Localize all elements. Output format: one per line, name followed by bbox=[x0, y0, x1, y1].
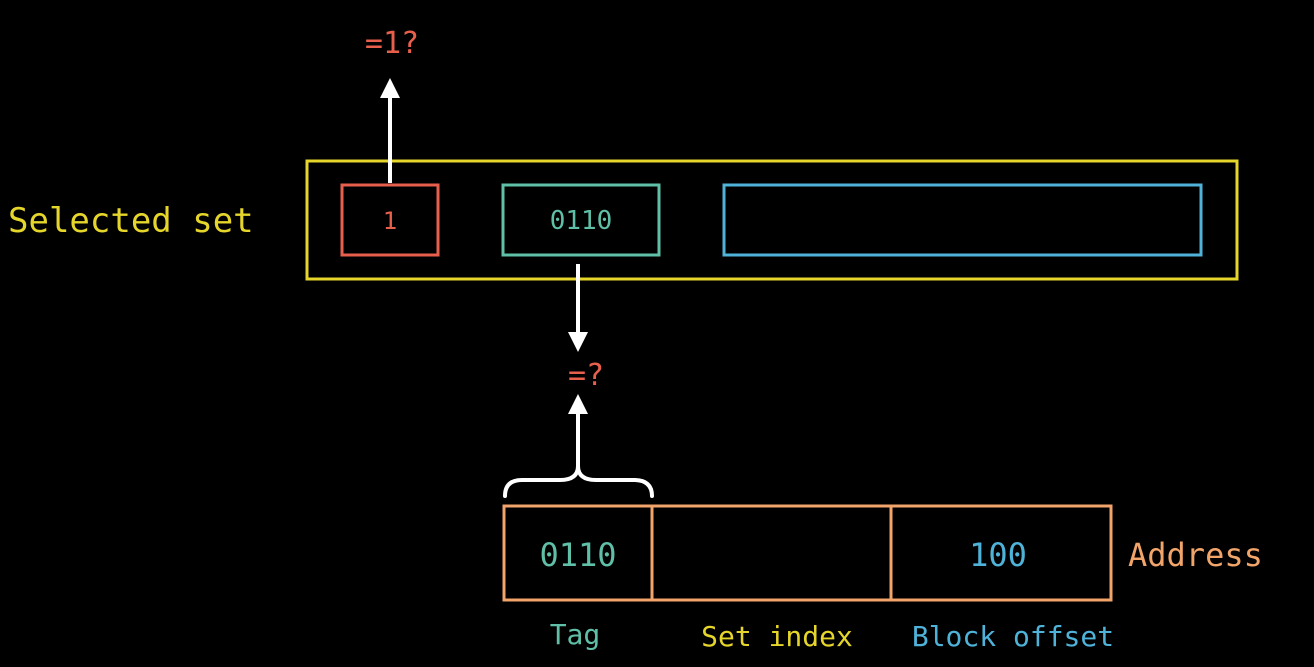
address-box bbox=[502, 504, 1113, 602]
tag-check-label: =? bbox=[568, 358, 604, 393]
set-tag-value: 0110 bbox=[550, 206, 613, 236]
selected-set-label: Selected set bbox=[8, 201, 254, 241]
tag-field-label: Tag bbox=[550, 618, 601, 651]
selected-set-box bbox=[305, 159, 1239, 281]
valid-check-label: =1? bbox=[365, 26, 419, 61]
tag-brace bbox=[503, 464, 654, 498]
set-block-box bbox=[722, 183, 1203, 257]
set-index-field-label: Set index bbox=[701, 620, 853, 653]
valid-bit-value: 1 bbox=[383, 207, 397, 235]
valid-bit-box bbox=[340, 183, 440, 257]
address-label: Address bbox=[1128, 536, 1263, 574]
set-tag-box bbox=[501, 183, 661, 257]
address-block-offset-value: 100 bbox=[969, 536, 1027, 574]
block-offset-field-label: Block offset bbox=[912, 620, 1114, 653]
address-tag-value: 0110 bbox=[539, 536, 616, 574]
